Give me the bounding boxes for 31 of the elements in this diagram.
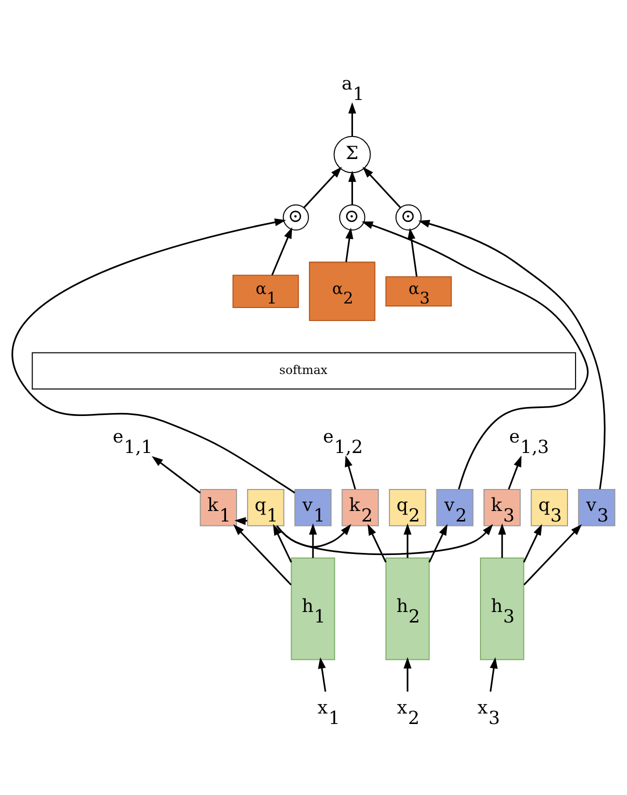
arrow: [309, 522, 317, 558]
arrow: [318, 656, 326, 692]
arrow: [428, 523, 448, 562]
arrow: [303, 166, 342, 208]
arrow: [408, 227, 418, 276]
arrow: [368, 523, 387, 562]
arrow: [490, 656, 498, 692]
arrow: [508, 455, 522, 489]
node-circle: ⊙: [395, 204, 422, 230]
arrow: [404, 656, 412, 692]
arrow: [523, 523, 542, 562]
node-circle: Σ: [334, 135, 371, 173]
arrow: [418, 219, 606, 489]
arrow: [273, 523, 292, 562]
arrow: [348, 102, 356, 136]
arrow: [404, 522, 412, 558]
arrow: [348, 170, 356, 204]
arrow: [271, 226, 292, 275]
node-box: softmax: [32, 352, 576, 389]
node-circle: ⊙: [339, 204, 366, 230]
arrow: [276, 524, 494, 555]
arrow: [362, 166, 402, 208]
arrow: [498, 522, 506, 558]
arrow: [345, 227, 354, 262]
arrow: [233, 524, 292, 585]
arrow: [12, 218, 296, 493]
node-circle: ⊙: [282, 204, 309, 230]
arrow: [362, 221, 589, 489]
arrow: [152, 456, 201, 494]
arrow: [344, 454, 356, 489]
arrow: [523, 524, 582, 585]
